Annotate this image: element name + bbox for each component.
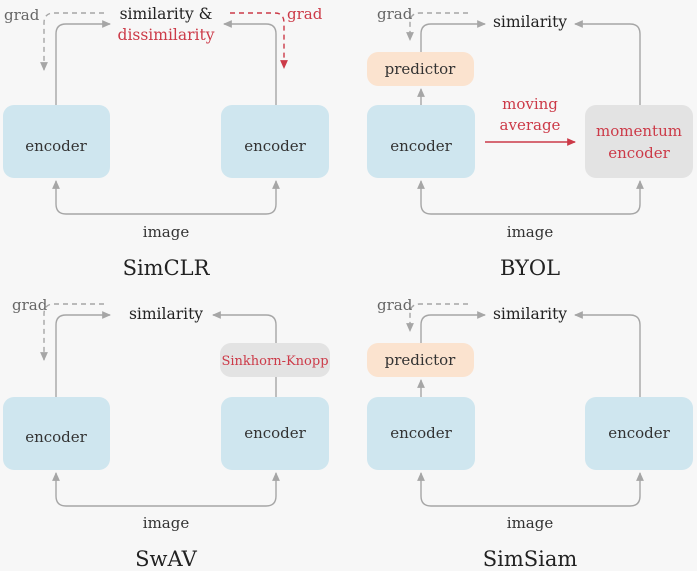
panel-title: SimCLR (123, 256, 211, 280)
predictor-to-similarity-arrow (420, 20, 486, 52)
right-output-arrow (223, 20, 277, 105)
right-encoder-box (221, 105, 329, 178)
predictor-box (367, 52, 474, 86)
predictor-to-similarity-arrow (420, 311, 486, 343)
panel-simsiam: predictor encoder encoder image grad sim… (367, 296, 693, 571)
grad-dashed-arrow (40, 12, 104, 71)
image-to-encoders-arrow (417, 472, 644, 507)
left-encoder-box (367, 397, 475, 470)
grad-dashed-arrow (406, 303, 468, 332)
image-to-encoders-arrow (52, 472, 280, 507)
image-label: image (507, 514, 554, 532)
right-encoder-box (221, 397, 329, 470)
grad-label: grad (377, 5, 413, 23)
right-encoder-box (585, 397, 693, 470)
left-output-arrow (55, 311, 111, 397)
panel-title: SwAV (135, 547, 197, 571)
panel-title: BYOL (500, 256, 560, 280)
left-encoder-label: encoder (390, 137, 452, 155)
right-encoder-label: encoder (244, 424, 306, 442)
right-output-arrow (574, 311, 641, 397)
right-encoder-label: encoder (244, 137, 306, 155)
grad-label: grad (12, 296, 48, 314)
momentum-encoder-box (585, 105, 693, 178)
momentum-encoder-label-line2: encoder (608, 144, 670, 162)
panel-simclr: encoder encoder image grad grad similari… (3, 5, 329, 280)
left-encoder-label: encoder (390, 424, 452, 442)
sinkhorn-to-similarity-arrow (212, 311, 277, 343)
predictor-label: predictor (385, 351, 457, 369)
panel-title: SimSiam (483, 547, 578, 571)
momentum-encoder-label-line1: momentum (596, 122, 682, 140)
image-label: image (507, 223, 554, 241)
similarity-label: similarity (129, 305, 203, 323)
grad-red-dashed-arrow (230, 12, 288, 69)
moving-label: moving (502, 95, 558, 113)
similarity-label: similarity & (120, 5, 213, 23)
predictor-label: predictor (385, 60, 457, 78)
sinkhorn-knopp-box (220, 343, 330, 377)
grad-label: grad (4, 6, 40, 24)
left-output-arrow (55, 20, 111, 105)
average-label: average (500, 116, 561, 134)
left-encoder-box (367, 105, 475, 178)
left-encoder-box (3, 397, 110, 470)
grad-dashed-arrow (40, 303, 104, 361)
left-encoder-label: encoder (25, 137, 87, 155)
left-encoder-box (3, 105, 110, 178)
similarity-label: similarity (493, 13, 567, 31)
image-to-encoders-arrow (417, 180, 644, 215)
grad-right-label: grad (287, 5, 323, 23)
panel-swav: encoder encoder Sinkhorn-Knopp image gra… (3, 296, 330, 571)
sinkhorn-knopp-label: Sinkhorn-Knopp (221, 354, 328, 369)
image-to-encoders-arrow (52, 180, 280, 215)
image-label: image (143, 223, 190, 241)
dissimilarity-label: dissimilarity (118, 26, 215, 44)
predictor-box (367, 343, 474, 377)
grad-dashed-arrow (406, 12, 468, 41)
image-label: image (143, 514, 190, 532)
left-encoder-label: encoder (25, 428, 87, 446)
momentum-to-similarity-arrow (574, 20, 641, 105)
right-encoder-label: encoder (608, 424, 670, 442)
similarity-label: similarity (493, 305, 567, 323)
panel-byol: predictor encoder momentum encoder movin… (367, 5, 693, 280)
grad-label: grad (377, 296, 413, 314)
